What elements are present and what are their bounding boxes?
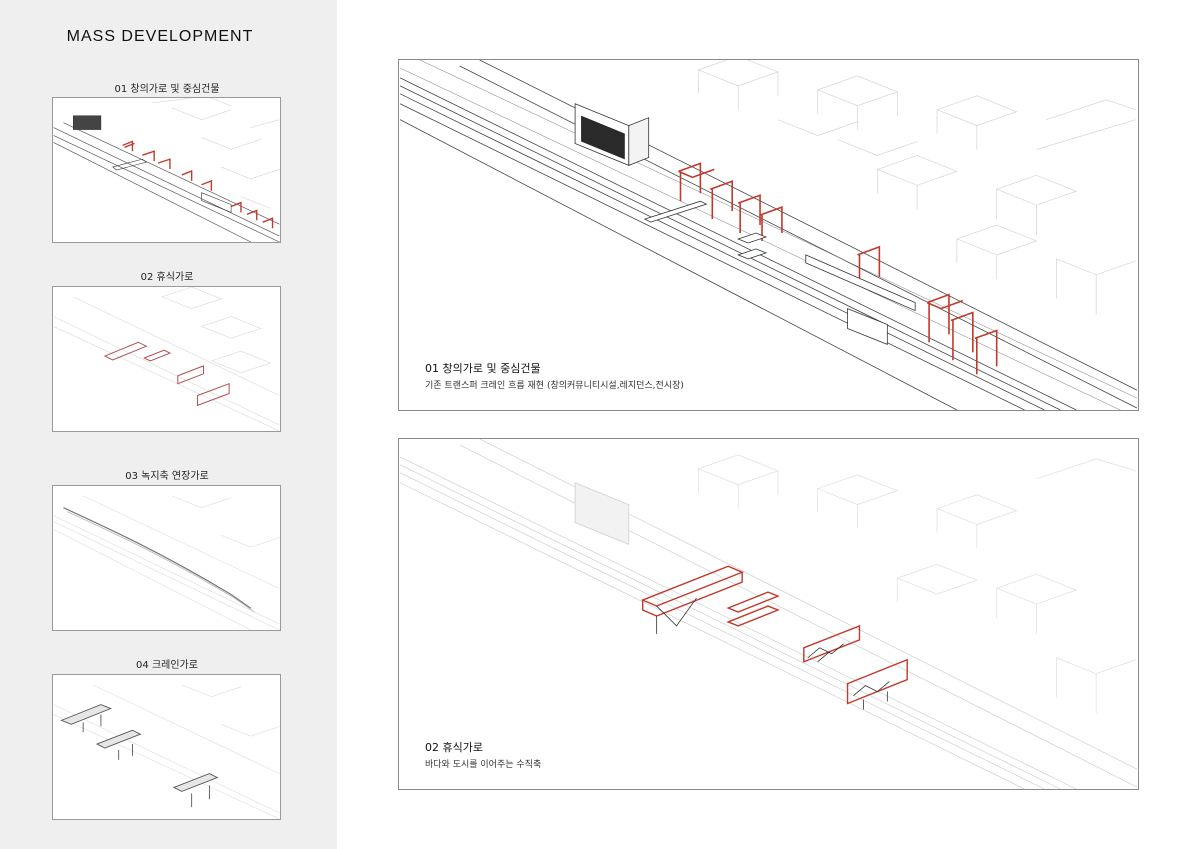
- thumbnail-4-drawing: [53, 684, 280, 819]
- panel-1-subtitle: 기존 트랜스퍼 크레인 흐름 재현 (창의커뮤니티시설,레지던스,전시장): [425, 381, 684, 391]
- thumbnail-1-drawing: [53, 98, 280, 242]
- rest-street-volumes: [640, 565, 908, 705]
- thumbnail-label-2: 02 휴식가로: [140, 272, 194, 283]
- panel-1-drawing: [399, 60, 1138, 410]
- panel-2-subtitle: 바다와 도시를 이어주는 수직축: [425, 760, 542, 770]
- thumbnail-3-drawing: [53, 495, 280, 630]
- panel-2-caption: 02 휴식가로 바다와 도시를 이어주는 수직축: [425, 739, 541, 770]
- thumbnail-label-1: 01 창의가로 및 중심건물: [114, 84, 220, 95]
- panel-2-drawing: [399, 439, 1138, 789]
- panel-rest-street: 02 휴식가로 바다와 도시를 이어주는 수직축: [398, 438, 1139, 790]
- central-building: [574, 103, 650, 166]
- thumbnail-4[interactable]: [52, 674, 281, 820]
- panel-2-title: 02 휴식가로: [425, 741, 483, 754]
- thumbnail-3[interactable]: [52, 485, 281, 631]
- thumbnail-2-drawing: [53, 287, 280, 431]
- panel-1-title: 01 창의가로 및 중심건물: [425, 362, 541, 375]
- thumbnail-2[interactable]: [52, 286, 281, 432]
- thumbnail-1[interactable]: [52, 97, 281, 243]
- panel-creative-street: 01 창의가로 및 중심건물 기존 트랜스퍼 크레인 흐름 재현 (창의커뮤니티…: [398, 59, 1139, 411]
- sidebar: MASS DEVELOPMENT 01 창의가로 및 중심건물 02 휴식가로: [0, 0, 337, 849]
- panel-1-caption: 01 창의가로 및 중심건물 기존 트랜스퍼 크레인 흐름 재현 (창의커뮤니티…: [425, 360, 684, 391]
- thumbnail-label-4: 04 크레인가로: [136, 660, 198, 671]
- thumbnail-label-3: 03 녹지축 연장가로: [125, 471, 209, 482]
- page-title: MASS DEVELOPMENT: [66, 28, 254, 45]
